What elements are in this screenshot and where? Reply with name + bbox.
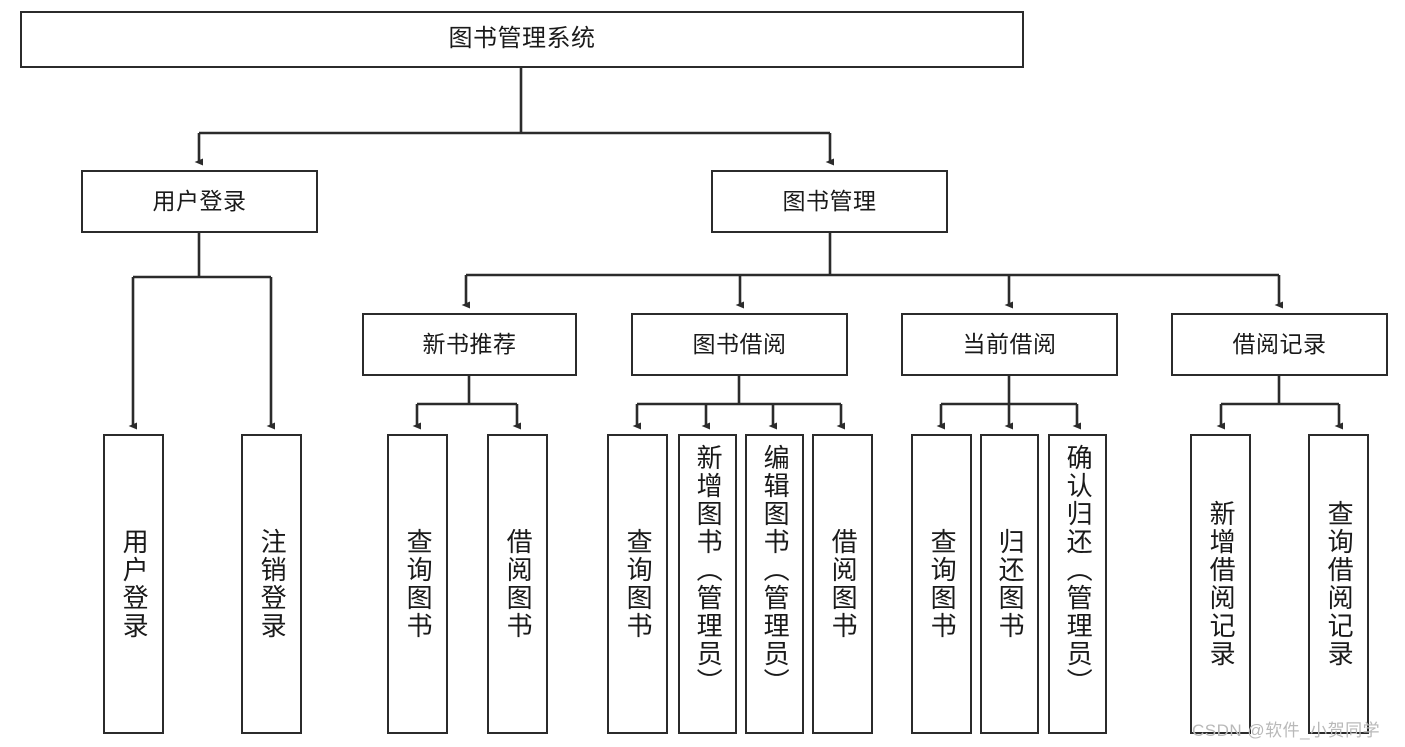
node-book-borrow-label: 图书借阅 bbox=[692, 330, 787, 357]
node-leaf-confirm-return-label: 确认归还（管理员） bbox=[1063, 444, 1094, 696]
node-current-borrow-label: 当前借阅 bbox=[962, 330, 1057, 357]
node-leaf-query-book-3[interactable]: 查询图书 bbox=[911, 434, 972, 734]
node-leaf-borrow-book-1[interactable]: 借阅图书 bbox=[487, 434, 548, 734]
node-leaf-query-record-label: 查询借阅记录 bbox=[1324, 500, 1355, 668]
node-leaf-query-book-3-label: 查询图书 bbox=[927, 528, 958, 640]
node-root[interactable]: 图书管理系统 bbox=[20, 11, 1024, 68]
node-leaf-query-book-1[interactable]: 查询图书 bbox=[387, 434, 448, 734]
node-leaf-return-book-label: 归还图书 bbox=[995, 528, 1026, 640]
node-new-book-recommend[interactable]: 新书推荐 bbox=[362, 313, 577, 376]
node-leaf-borrow-book-2[interactable]: 借阅图书 bbox=[812, 434, 873, 734]
node-leaf-borrow-book-2-label: 借阅图书 bbox=[828, 528, 859, 640]
node-leaf-query-record[interactable]: 查询借阅记录 bbox=[1308, 434, 1369, 734]
node-leaf-borrow-book-1-label: 借阅图书 bbox=[503, 528, 534, 640]
node-borrow-record-label: 借阅记录 bbox=[1232, 330, 1327, 357]
node-leaf-edit-book-label: 编辑图书（管理员） bbox=[760, 444, 791, 696]
node-leaf-user-login[interactable]: 用户登录 bbox=[103, 434, 164, 734]
node-new-book-recommend-label: 新书推荐 bbox=[422, 330, 517, 357]
node-leaf-add-book[interactable]: 新增图书（管理员） bbox=[678, 434, 737, 734]
node-book-management-label: 图书管理 bbox=[782, 187, 877, 214]
node-book-borrow[interactable]: 图书借阅 bbox=[631, 313, 848, 376]
node-book-management[interactable]: 图书管理 bbox=[711, 170, 948, 233]
node-leaf-add-book-label: 新增图书（管理员） bbox=[693, 444, 724, 696]
node-user-login[interactable]: 用户登录 bbox=[81, 170, 318, 233]
csdn-watermark: CSDN @软件_小贺同学 bbox=[1192, 721, 1381, 740]
node-leaf-query-book-2-label: 查询图书 bbox=[623, 528, 654, 640]
node-leaf-user-login-label: 用户登录 bbox=[119, 528, 150, 640]
node-root-label: 图书管理系统 bbox=[448, 25, 596, 53]
node-leaf-logout-login-label: 注销登录 bbox=[257, 528, 288, 640]
node-leaf-query-book-2[interactable]: 查询图书 bbox=[607, 434, 668, 734]
node-leaf-edit-book[interactable]: 编辑图书（管理员） bbox=[745, 434, 804, 734]
node-current-borrow[interactable]: 当前借阅 bbox=[901, 313, 1118, 376]
node-user-login-label: 用户登录 bbox=[152, 187, 247, 214]
node-leaf-confirm-return[interactable]: 确认归还（管理员） bbox=[1048, 434, 1107, 734]
node-leaf-add-record-label: 新增借阅记录 bbox=[1206, 500, 1237, 668]
node-leaf-return-book[interactable]: 归还图书 bbox=[980, 434, 1039, 734]
node-leaf-logout-login[interactable]: 注销登录 bbox=[241, 434, 302, 734]
node-leaf-add-record[interactable]: 新增借阅记录 bbox=[1190, 434, 1251, 734]
node-leaf-query-book-1-label: 查询图书 bbox=[403, 528, 434, 640]
node-borrow-record[interactable]: 借阅记录 bbox=[1171, 313, 1388, 376]
